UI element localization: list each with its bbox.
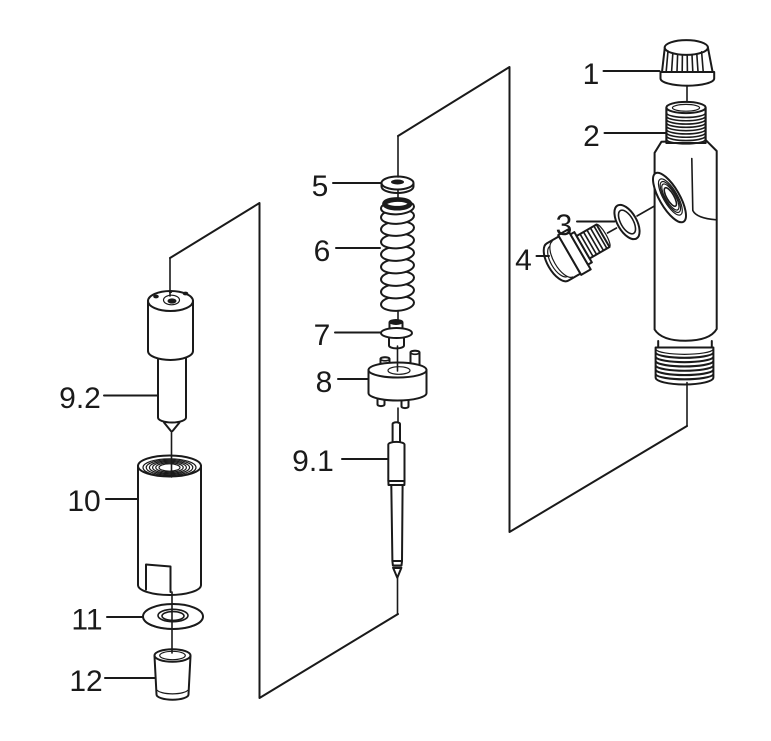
needle-top-pin [391,421,401,444]
thread-lines [665,112,707,145]
gasket-outer [613,203,641,241]
plug-thread-ribs [579,225,608,257]
seat-flange [380,327,413,339]
callout-label-3: 3 [556,209,573,242]
nut-notch [145,563,172,593]
body-top-thread [665,100,707,145]
thread-top-bore [671,103,701,112]
body-main [653,139,718,342]
callout-label-2: 2 [583,120,600,153]
callout-labels: 1 2 3 4 5 6 7 8 9.1 9.2 10 11 12 [59,58,600,698]
seat-stem-top [389,320,403,325]
spacer-center-slot [387,366,411,375]
fold-line-left [169,202,399,699]
body-hex-edge [691,157,718,221]
part-plug-bolt-4 [542,223,611,283]
needle-tip-band [391,560,403,567]
needle-shaft [390,484,404,562]
part-nozzle-body-9-2 [147,290,194,433]
callout-label-4: 4 [515,244,532,277]
needle-collar [387,440,406,482]
port-bore [663,186,678,208]
part-holder-body-2 [652,100,718,386]
body-side-port [652,171,687,224]
part-cap-nut-1 [659,39,716,87]
part-spring-6 [380,197,415,312]
part-needle-valve-9-1 [387,421,406,579]
cap-top-face [663,39,709,56]
gasket-inner [617,209,637,235]
callout-label-12: 12 [69,665,102,698]
nozzle-lower-cylinder [157,351,187,424]
part-sleeve-12 [153,648,192,701]
callout-label-6: 6 [314,235,331,268]
plug-head-contour [549,240,574,278]
pin-top-left-face [379,356,391,362]
washer-bottom-rim [143,619,203,630]
part-gasket-3 [613,203,641,241]
spring-wire-end [382,197,413,211]
callout-label-5: 5 [312,170,329,203]
nut-internal-threads [142,458,197,477]
nozzle-center-hole-dark [167,298,177,304]
callout-label-7: 7 [314,319,331,352]
callout-label-1: 1 [583,58,600,91]
leader-lines [103,70,667,679]
nozzle-center-hole [162,294,181,306]
pin-top-right-face [409,349,421,356]
callout-label-8: 8 [316,366,333,399]
shim-hole [391,179,404,185]
plug-head [542,235,582,283]
fold-line-right [397,66,688,533]
body-neck [657,340,713,348]
cap-knurl-ribs [665,50,704,73]
bottom-thread-lines [654,352,715,381]
callout-label-10: 10 [67,485,100,518]
washer-hole-outer [157,608,189,623]
cap-brim [659,71,716,87]
sleeve-body [153,655,192,701]
part-spring-seat-7 [380,319,413,350]
center-axis-lines [169,84,688,654]
nozzle-upper-cylinder [147,300,194,361]
nozzle-tip-cone [163,421,181,433]
nozzle-dowel-hole-left [153,294,159,299]
callout-label-11: 11 [71,604,102,637]
spacer-body [367,369,428,402]
part-washer-11 [142,603,204,630]
callout-label-9-2: 9.2 [59,382,101,415]
nozzle-dowel-hole-right [182,291,189,296]
part-retaining-nut-10 [137,454,202,596]
washer-hole-inner [161,610,185,622]
sleeve-chamfer [156,689,189,695]
fold-lines [169,66,688,699]
callout-label-9-1: 9.1 [292,445,334,478]
body-bottom-thread [654,340,715,386]
needle-tip-cone [392,567,403,579]
